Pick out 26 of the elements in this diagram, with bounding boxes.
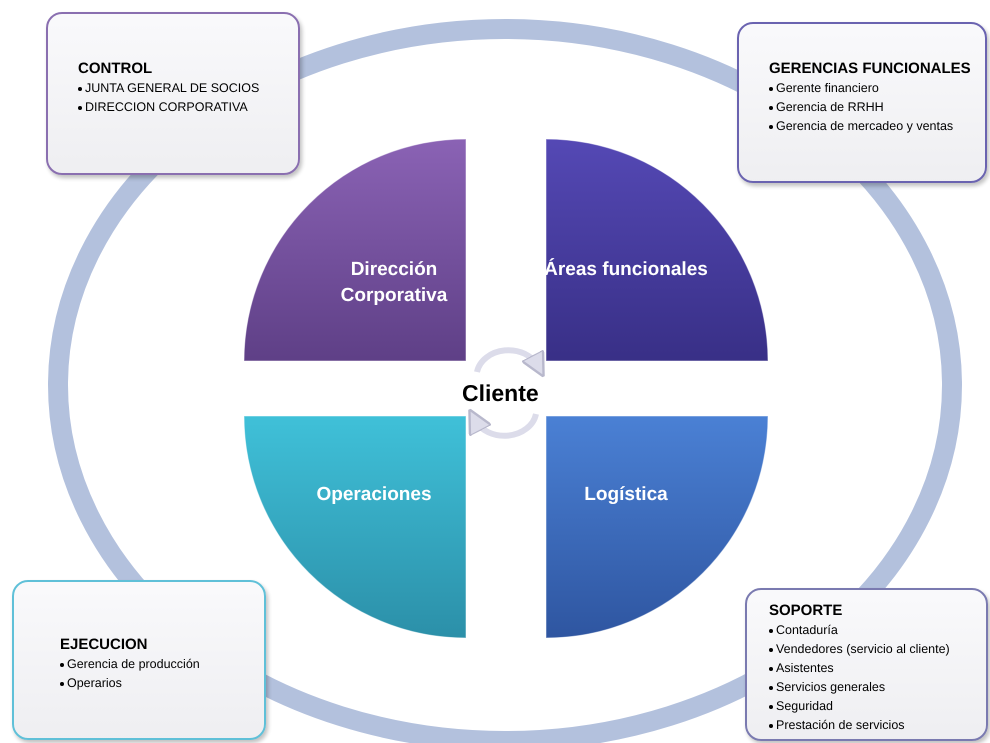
- list-item: Gerencia de mercadeo y ventas: [776, 119, 954, 133]
- info-card: [737, 22, 987, 183]
- info-card: [12, 580, 266, 740]
- list-item: Servicios generales: [776, 680, 886, 694]
- list-item: Operarios: [67, 676, 122, 690]
- segment-label: Operaciones: [315, 483, 433, 507]
- list-item: Contaduría: [776, 623, 838, 637]
- list-item: DIRECCION CORPORATIVA: [85, 100, 248, 114]
- center-label: Cliente: [462, 380, 539, 407]
- card-heading: EJECUCION: [60, 636, 149, 653]
- list-item: Vendedores (servicio al cliente): [776, 642, 950, 656]
- segment-label: Dirección Corporativa: [340, 258, 448, 308]
- list-item: Seguridad: [776, 699, 833, 713]
- list-item: Gerente financiero: [776, 81, 879, 95]
- segment-label: Áreas funcionales: [543, 257, 709, 282]
- list-item: Asistentes: [776, 661, 834, 675]
- card-heading: SOPORTE: [769, 602, 844, 619]
- card-heading: CONTROL: [78, 60, 154, 77]
- info-card: [46, 12, 300, 175]
- list-item: JUNTA GENERAL DE SOCIOS: [85, 81, 260, 95]
- segment-label: Logística: [583, 483, 669, 507]
- list-item: Gerencia de producción: [67, 657, 200, 671]
- list-item: Gerencia de RRHH: [776, 100, 884, 114]
- card-heading: GERENCIAS FUNCIONALES: [769, 60, 971, 77]
- info-card: [745, 588, 988, 741]
- list-item: Prestación de servicios: [776, 718, 905, 732]
